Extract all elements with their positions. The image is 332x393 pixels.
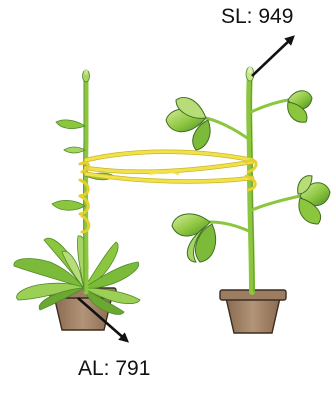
right-plant <box>166 67 330 333</box>
sl-arrow <box>252 38 292 76</box>
left-plant <box>14 69 140 330</box>
right-pot <box>220 290 286 333</box>
yellow-ties <box>80 152 256 232</box>
left-bud <box>83 69 90 82</box>
sl-label: SL: 949 <box>221 6 293 27</box>
al-label: AL: 791 <box>78 358 150 379</box>
